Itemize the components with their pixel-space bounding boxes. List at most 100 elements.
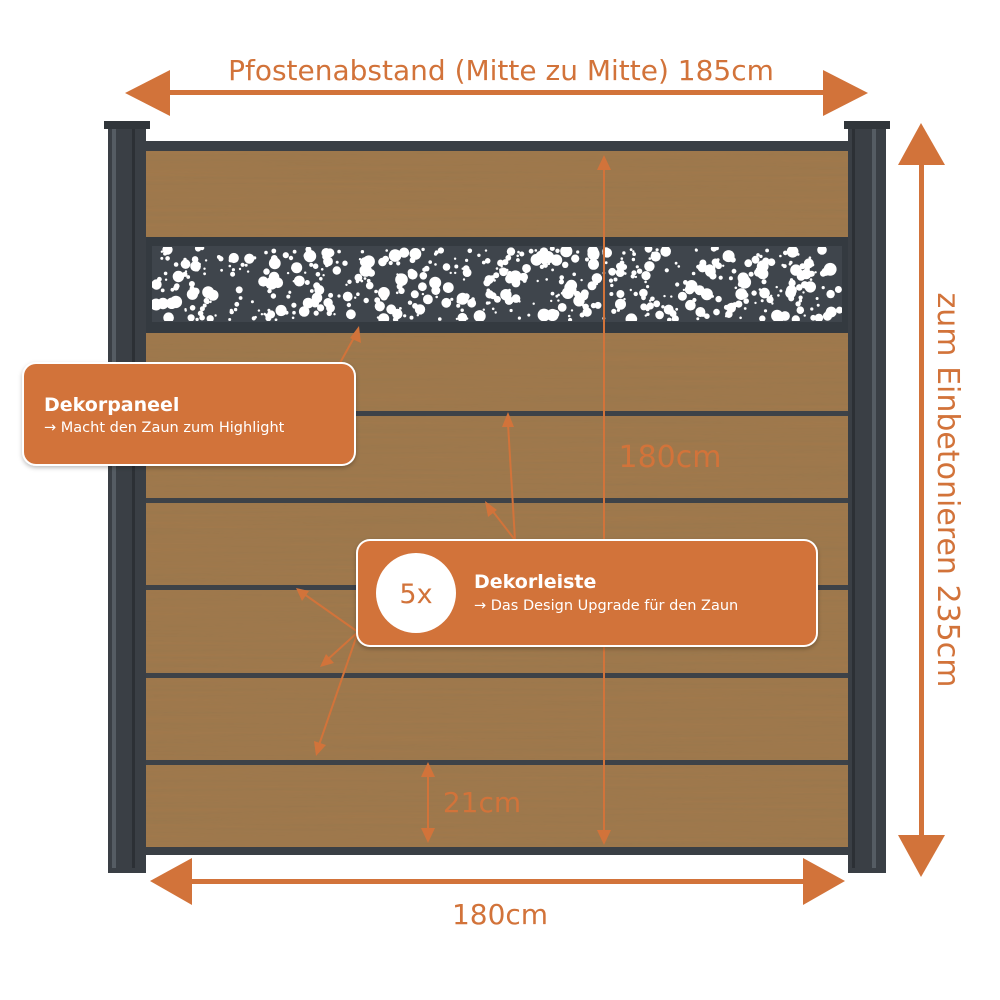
panel-hole — [779, 289, 783, 293]
panel-hole — [588, 258, 599, 270]
panel-hole — [199, 314, 205, 321]
panel-hole — [594, 301, 602, 309]
panel-hole — [187, 314, 195, 321]
panel-hole — [354, 273, 363, 282]
panel-hole — [315, 272, 321, 277]
panel-hole — [814, 271, 817, 274]
panel-hole — [270, 293, 277, 299]
panel-hole — [798, 299, 803, 303]
panel-hole — [304, 280, 310, 285]
panel-hole — [570, 291, 574, 295]
fence — [104, 121, 890, 873]
panel-hole — [280, 305, 285, 309]
panel-hole — [433, 252, 438, 256]
panel-hole — [398, 287, 405, 294]
panel-hole — [670, 295, 673, 298]
inner-dimension-lines — [296, 155, 611, 845]
total-height-label: zum Einbetonieren 235cm — [930, 293, 965, 688]
panel-hole — [382, 255, 389, 263]
panel-hole — [260, 313, 264, 316]
panel-hole — [773, 315, 784, 321]
panel-hole — [616, 290, 625, 298]
panel-hole — [704, 313, 710, 320]
total-height-arrow — [898, 123, 945, 877]
panel-hole — [661, 305, 665, 309]
panel-hole — [816, 303, 820, 307]
panel-hole — [309, 262, 314, 267]
panel-hole — [650, 296, 655, 302]
panel-hole — [421, 292, 425, 296]
panel-hole — [632, 250, 635, 253]
panel-hole — [751, 290, 757, 296]
panel-hole — [356, 292, 360, 297]
panel-hole — [462, 268, 472, 277]
panel-hole — [473, 310, 486, 321]
panel-hole — [265, 277, 278, 290]
panel-hole — [204, 259, 208, 262]
panel-hole — [682, 288, 686, 292]
panel-hole — [228, 252, 239, 264]
panel-hole — [188, 281, 195, 287]
panel-hole — [594, 255, 599, 260]
panel-hole — [694, 248, 698, 251]
panel-hole — [235, 286, 243, 294]
right-post — [844, 121, 890, 873]
panel-hole — [378, 313, 390, 321]
top-rail — [140, 141, 853, 151]
panel-hole — [435, 295, 439, 299]
panel-hole — [788, 295, 795, 302]
panel-hole — [557, 303, 567, 312]
panel-hole — [442, 263, 451, 271]
panel-hole — [644, 247, 653, 253]
panel-hole — [392, 308, 403, 320]
decor-strip — [145, 411, 848, 416]
panel-hole — [431, 286, 441, 295]
panel-hole — [629, 288, 632, 292]
panel-hole — [743, 274, 749, 280]
panel-hole — [646, 285, 650, 289]
panel-hole — [742, 292, 749, 299]
panel-hole — [160, 300, 165, 305]
panel-hole — [759, 254, 763, 259]
panel-hole — [286, 271, 290, 275]
panel-hole — [814, 313, 824, 321]
panel-hole — [661, 247, 665, 250]
panel-hole — [268, 257, 281, 270]
panel-hole — [766, 296, 774, 304]
panel-hole — [522, 264, 531, 273]
panel-hole — [271, 248, 277, 254]
panel-hole — [494, 311, 497, 314]
panel-hole — [767, 258, 776, 267]
panel-hole — [342, 260, 348, 266]
count-badge — [376, 553, 456, 633]
panel-hole — [455, 317, 459, 321]
panel-hole — [388, 260, 393, 266]
panel-hole — [323, 298, 333, 308]
panel-hole — [570, 309, 574, 312]
panel-hole — [524, 270, 528, 274]
panel-hole — [803, 314, 806, 317]
panel-hole — [636, 268, 643, 274]
panel-hole — [788, 262, 792, 266]
panel-hole — [787, 249, 795, 257]
panel-hole — [482, 308, 485, 311]
panel-hole — [571, 254, 580, 263]
panel-hole — [328, 292, 334, 298]
panel-hole — [419, 272, 428, 280]
panel-hole — [720, 276, 723, 279]
panel-hole — [632, 252, 636, 256]
panel-hole — [822, 311, 833, 321]
panel-hole — [620, 257, 624, 260]
panel-hole — [438, 317, 442, 321]
count-badge-text: 5x — [399, 579, 432, 610]
panel-hole — [332, 266, 341, 275]
strip-pointers — [296, 412, 516, 756]
panel-hole — [375, 290, 378, 293]
panel-hole — [229, 308, 233, 312]
panel-hole — [629, 248, 633, 252]
decor-strip — [145, 760, 848, 765]
panel-hole — [693, 285, 702, 294]
visible-height-label: 180cm — [619, 440, 722, 475]
panel-hole — [615, 268, 625, 277]
